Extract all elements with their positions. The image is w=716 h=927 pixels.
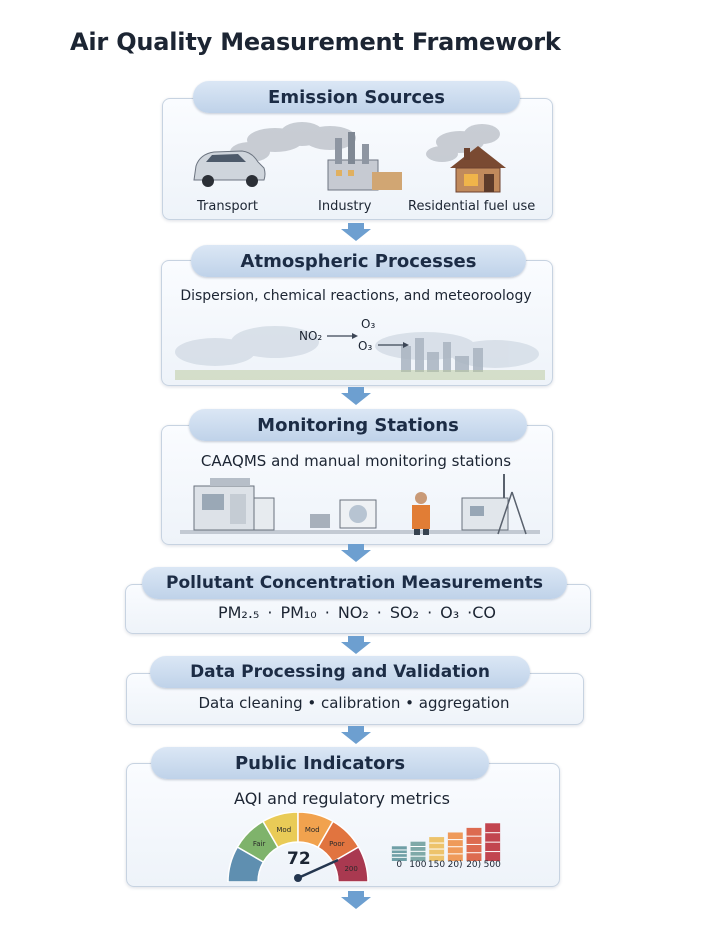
emission-sources-heading: Emission Sources xyxy=(193,81,520,113)
flow-arrow-icon xyxy=(341,726,371,744)
pollutant-so2: SO₂ xyxy=(389,603,420,622)
technician-icon xyxy=(412,492,430,535)
data-processing-description: Data cleaning • calibration • aggregatio… xyxy=(198,694,510,712)
separator-dot: · xyxy=(324,603,330,622)
flow-arrow-icon xyxy=(341,387,371,405)
page-title: Air Quality Measurement Framework xyxy=(70,28,561,56)
bar-label: 0 xyxy=(396,860,403,870)
analyzer-cabinet-icon xyxy=(193,478,275,531)
pollutant-pm25: PM₂.₅ xyxy=(217,603,260,622)
flow-arrow-icon xyxy=(341,544,371,562)
reaction-output-o3-top: O₃ xyxy=(361,317,376,331)
aqi-bar-labels: 0 100 150 20) 20) 500 xyxy=(390,860,502,870)
reaction-output-o3-bottom: O₃ xyxy=(358,339,373,353)
pollutant-measurements-heading: Pollutant Concentration Measurements xyxy=(142,567,567,599)
pollutant-co: ·CO xyxy=(467,603,497,622)
monitoring-stations-illustration xyxy=(180,474,540,535)
gauge-segment-label: 200 xyxy=(344,865,357,873)
atmospheric-processes-heading: Atmospheric Processes xyxy=(191,245,526,277)
bar-label: 500 xyxy=(483,860,501,870)
source-label-transport: Transport xyxy=(197,199,259,214)
gauge-needle xyxy=(297,858,339,880)
smoke-cloud-icon xyxy=(230,122,500,162)
gauge-needle-hub xyxy=(294,874,302,882)
separator-dot: · xyxy=(376,603,382,622)
flow-arrow-icon xyxy=(341,636,371,654)
reaction-input-no2: NO₂ xyxy=(299,329,323,343)
monitoring-stations-heading: Monitoring Stations xyxy=(189,409,527,441)
atmosphere-illustration xyxy=(175,326,545,380)
sensor-unit-icon xyxy=(310,499,377,529)
bar-label: 20) xyxy=(466,860,482,870)
flow-arrow-icon xyxy=(341,891,371,909)
public-indicators-description: AQI and regulatory metrics xyxy=(234,789,450,808)
pollutant-o3: O₃ xyxy=(440,603,460,622)
city-skyline-icon xyxy=(401,338,483,372)
gauge-segment-label: Mod xyxy=(276,826,291,834)
gauge-segment-label: Fair xyxy=(253,840,266,848)
pollutant-pm10: PM₁₀ xyxy=(280,603,317,622)
separator-dot: · xyxy=(267,603,273,622)
house-icon xyxy=(450,146,506,193)
pollutant-list: PM₂.₅ · PM₁₀ · NO₂ · SO₂ · O₃ ·CO xyxy=(125,603,589,622)
source-label-residential: Residential fuel use xyxy=(408,199,536,214)
air-quality-station-icon xyxy=(461,474,527,535)
gauge-segment xyxy=(331,845,369,882)
pollutant-no2: NO₂ xyxy=(337,603,369,622)
gauge-segment-label: Mod xyxy=(305,826,320,834)
car-icon xyxy=(193,150,266,187)
gauge-segment-label: Poor xyxy=(329,840,345,848)
emission-sources-illustration xyxy=(193,122,506,193)
factory-icon xyxy=(327,132,402,191)
aqi-bar-scale xyxy=(391,823,501,861)
separator-dot: · xyxy=(427,603,433,622)
flow-arrow-icon xyxy=(341,223,371,241)
gauge-segment xyxy=(261,812,299,849)
bar-label: 150 xyxy=(427,860,446,870)
atmospheric-processes-description: Dispersion, chemical reactions, and mete… xyxy=(180,288,532,304)
aqi-gauge-value: 72 xyxy=(287,849,311,869)
monitoring-stations-description: CAAQMS and manual monitoring stations xyxy=(200,452,512,470)
bar-label: 20) xyxy=(447,860,463,870)
bar-label: 100 xyxy=(409,860,427,870)
public-indicators-heading: Public Indicators xyxy=(151,747,489,779)
data-processing-heading: Data Processing and Validation xyxy=(150,656,530,688)
source-label-industry: Industry xyxy=(318,199,372,214)
